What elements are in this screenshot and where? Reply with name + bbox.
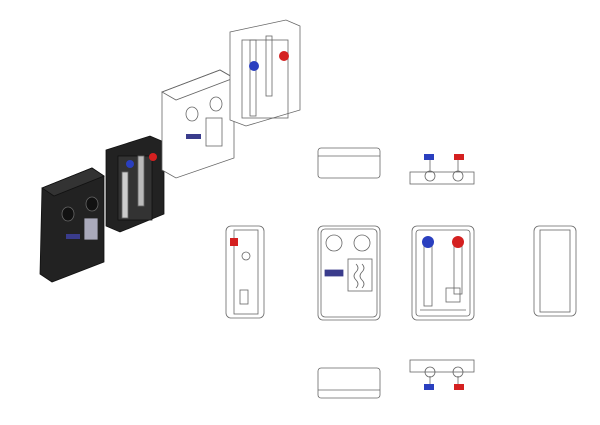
top-view-pipes bbox=[409, 154, 475, 185]
front-view-cover bbox=[317, 225, 381, 321]
iso-black-cover bbox=[39, 167, 105, 283]
left-side-view bbox=[225, 225, 265, 319]
top-view-cover bbox=[317, 147, 381, 179]
iso-white-back bbox=[229, 19, 301, 127]
bottom-view-pipes bbox=[409, 359, 475, 390]
bottom-view-cover bbox=[317, 367, 381, 399]
iso-white-cover bbox=[161, 69, 235, 179]
front-view-open bbox=[411, 225, 475, 321]
right-side-view bbox=[533, 225, 577, 317]
iso-black-back bbox=[105, 135, 165, 233]
